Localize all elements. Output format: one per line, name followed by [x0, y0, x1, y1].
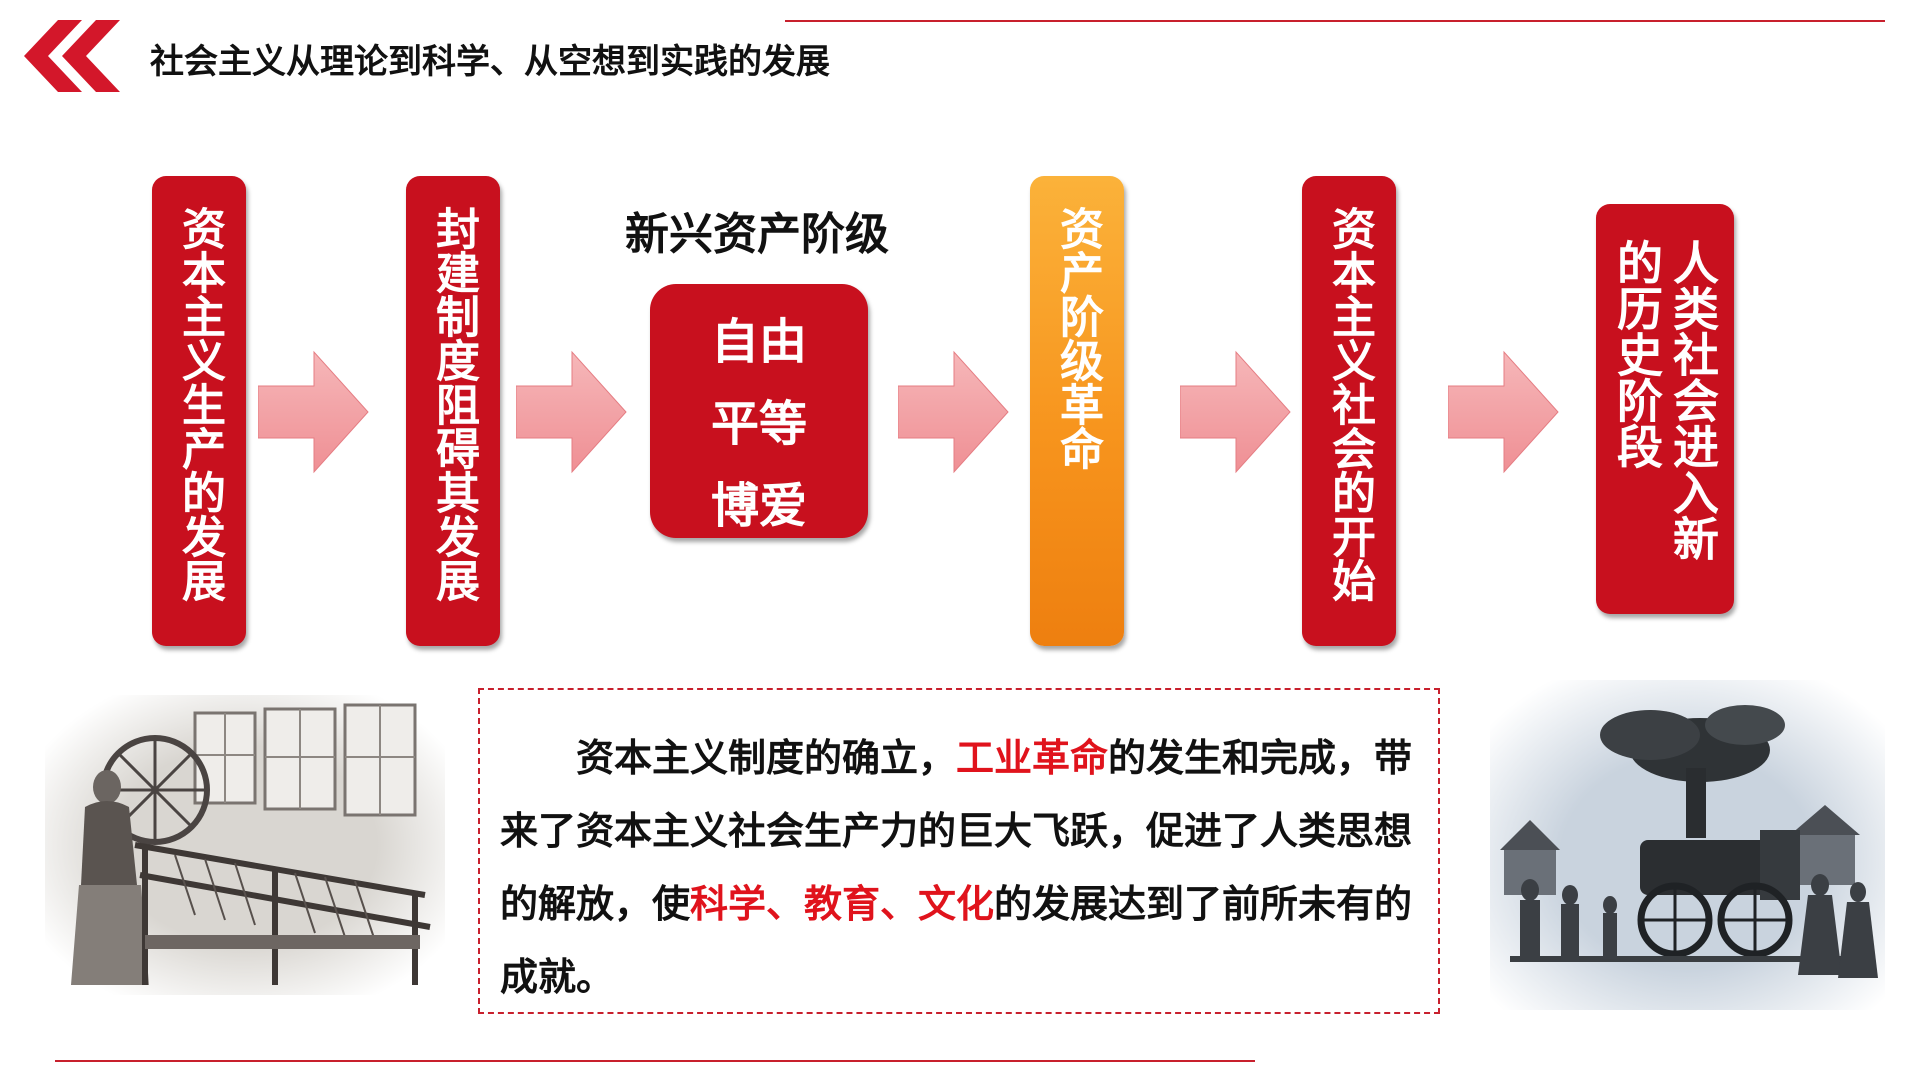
flow-box-label: 人类社会进入新的历史阶段 — [1610, 239, 1720, 561]
steam-locomotive-illustration — [1490, 680, 1885, 1010]
summary-panel: 资本主义制度的确立，工业革命的发生和完成，带来了资本主义社会生产力的巨大飞跃，促… — [478, 688, 1440, 1014]
right-arrow-icon — [1180, 350, 1291, 474]
ideal-freedom: 自由 — [710, 314, 807, 370]
summary-paragraph: 资本主义制度的确立，工业革命的发生和完成，带来了资本主义社会生产力的巨大飞跃，促… — [500, 722, 1420, 1014]
flow-box-new-historical-stage: 人类社会进入新的历史阶段 — [1596, 204, 1734, 614]
ideal-equality: 平等 — [710, 396, 807, 452]
double-chevron-left-icon — [24, 20, 120, 92]
right-arrow-icon — [898, 350, 1009, 474]
right-arrow-icon — [1448, 350, 1559, 474]
summary-text-1: 资本主义制度的确立， — [576, 736, 957, 780]
spinning-jenny-illustration — [45, 695, 445, 995]
flow-box-capitalist-production: 资本主义生产的发展 — [152, 176, 246, 646]
flow-box-label: 资本主义社会的开始 — [1324, 206, 1375, 602]
flow-box-label: 封建制度阻碍其发展 — [428, 206, 479, 602]
ideal-fraternity: 博爱 — [710, 478, 807, 534]
summary-text-3: 的发展达到了前所未有的成就。 — [500, 882, 1413, 999]
flow-box-capitalist-society: 资本主义社会的开始 — [1302, 176, 1396, 646]
bourgeoisie-title: 新兴资产阶级 — [625, 209, 889, 260]
flow-box-feudal-obstacle: 封建制度阻碍其发展 — [406, 176, 500, 646]
header-divider — [785, 20, 1885, 22]
right-arrow-icon — [258, 350, 369, 474]
flow-box-label: 资本主义生产的发展 — [174, 206, 225, 602]
flow-box-bourgeois-revolution: 资产阶级革命 — [1030, 176, 1124, 646]
highlight-science-education-culture: 科学、教育、文化 — [690, 882, 995, 926]
flow-box-label: 资产阶级革命 — [1052, 206, 1103, 470]
highlight-industrial-revolution: 工业革命 — [956, 736, 1109, 780]
summary-text-2: 的发生和完成，带来了资本主义社会生产力的巨大飞跃，促进了人类思想的解放，使 — [500, 736, 1413, 926]
flow-box-ideals: 自由 平等 博爱 — [650, 284, 868, 538]
page-title: 社会主义从理论到科学、从空想到实践的发展 — [150, 42, 830, 82]
footer-divider — [55, 1060, 1255, 1062]
right-arrow-icon — [516, 350, 627, 474]
